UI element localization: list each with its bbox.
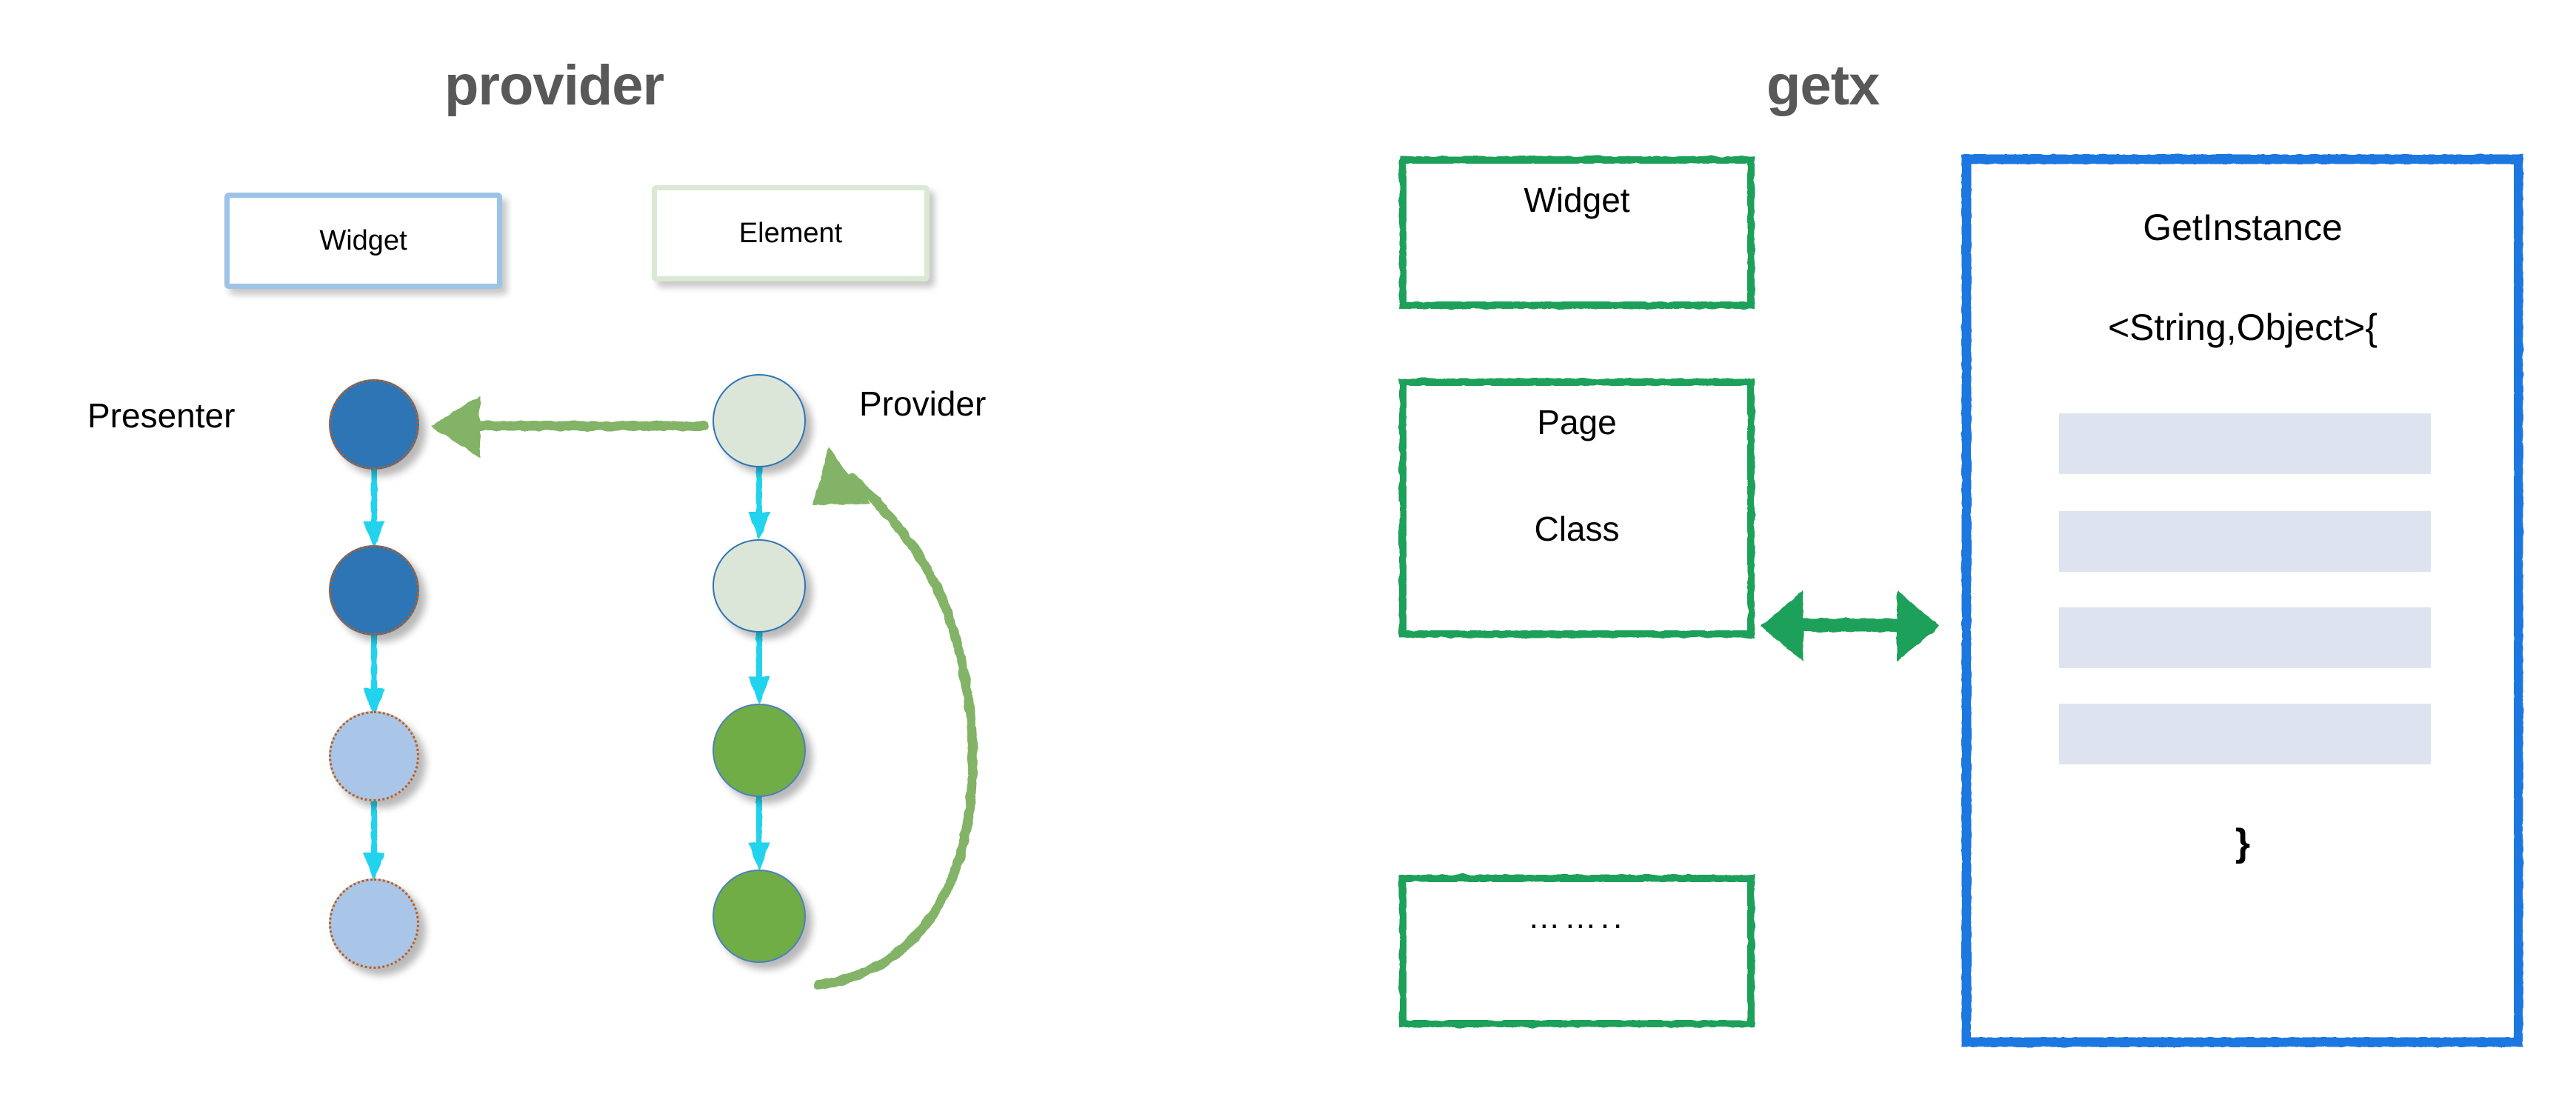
- getinstance-entry-row-4[interactable]: [2059, 704, 2431, 764]
- provider-node-4[interactable]: [713, 870, 806, 963]
- getinstance-title-line2: <String,Object>{: [2107, 307, 2378, 348]
- provider-node-3[interactable]: [713, 704, 806, 797]
- getx-link-arrow: [1761, 590, 1940, 662]
- presenter-node-1[interactable]: [329, 379, 419, 470]
- getinstance-title-line1: GetInstance: [2143, 207, 2343, 248]
- getx-widget-box[interactable]: Widget: [1407, 164, 1747, 301]
- getx-section-title: getx: [1766, 54, 1880, 117]
- provider-to-presenter-arrow: [431, 396, 709, 458]
- provider-column-label: Provider: [859, 384, 987, 423]
- getx-ellipsis-label: ……..: [1527, 899, 1626, 935]
- getinstance-closing-brace: }: [2235, 821, 2251, 864]
- presenter-node-3[interactable]: [329, 711, 419, 801]
- getinstance-entry-row-1[interactable]: [2059, 413, 2431, 474]
- presenter-node-2[interactable]: [329, 545, 419, 635]
- getinstance-panel[interactable]: GetInstance <String,Object>{ }: [1972, 164, 2514, 1037]
- getinstance-entry-row-2[interactable]: [2059, 511, 2431, 572]
- getx-class-box[interactable]: Class: [1407, 493, 1747, 630]
- provider-widget-label: Widget: [319, 225, 407, 256]
- presenter-column-label: Presenter: [87, 396, 236, 435]
- provider-element-label: Element: [738, 218, 843, 249]
- provider-node-1[interactable]: [713, 374, 806, 467]
- provider-element-box[interactable]: Element: [652, 185, 930, 281]
- provider-widget-box[interactable]: Widget: [224, 193, 502, 289]
- getx-page-label: Page: [1537, 403, 1617, 441]
- getinstance-entry-row-3[interactable]: [2059, 607, 2431, 668]
- getx-class-label: Class: [1534, 510, 1620, 548]
- presenter-node-4[interactable]: [329, 878, 419, 969]
- provider-flow-arrows: [748, 447, 770, 871]
- getx-widget-label: Widget: [1524, 181, 1630, 219]
- getx-ellipsis-box[interactable]: ……..: [1407, 882, 1747, 1020]
- provider-node-2[interactable]: [713, 539, 806, 633]
- presenter-flow-arrows: [363, 453, 385, 881]
- provider-section-title: provider: [444, 54, 664, 117]
- feedback-curve-arrow: [812, 447, 978, 990]
